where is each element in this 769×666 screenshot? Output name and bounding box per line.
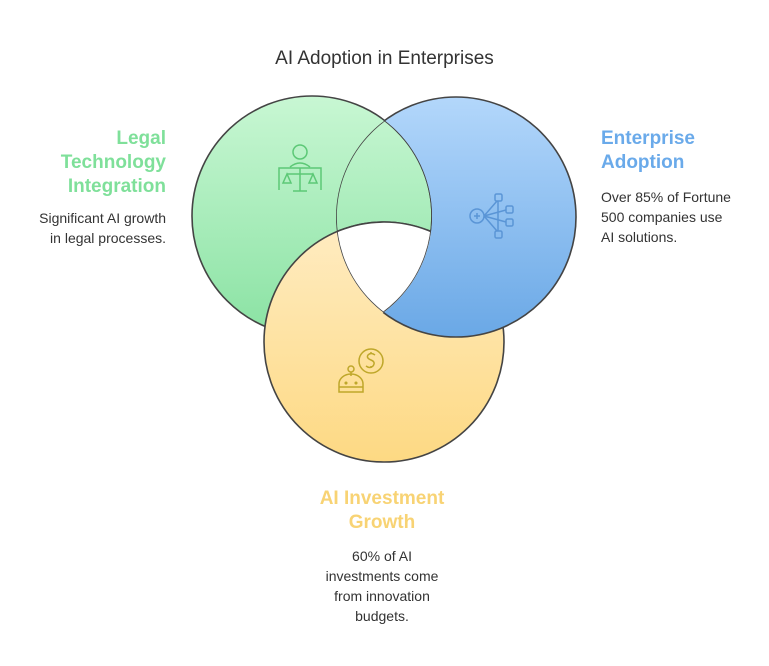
heading-line: Adoption <box>601 152 685 173</box>
ai-investment-description: 60% of AI investments come from innovati… <box>232 546 532 626</box>
legal-technology-heading: Legal Technology Integration <box>61 127 166 199</box>
enterprise-adoption-description: Over 85% of Fortune 500 companies use AI… <box>601 187 731 247</box>
description-line: 500 companies use <box>601 209 723 225</box>
description-line: budgets. <box>355 608 409 624</box>
description-line: from innovation <box>334 588 430 604</box>
description-line: Significant AI growth <box>39 210 166 226</box>
description-line: 60% of AI <box>352 548 412 564</box>
description-line: in legal processes. <box>50 230 166 246</box>
ai-investment-heading: AI Investment Growth <box>232 487 532 535</box>
enterprise-adoption-heading: Enterprise Adoption <box>601 127 695 175</box>
heading-line: Enterprise <box>601 128 695 149</box>
robot-dollar-icon <box>338 348 384 393</box>
description-line: investments come <box>325 568 439 584</box>
diagram-title: AI Adoption in Enterprises <box>275 48 494 69</box>
center-intersection <box>336 221 432 336</box>
heading-line: Technology <box>60 152 166 173</box>
judge-scales-icon <box>278 144 322 192</box>
description-line: Over 85% of Fortune <box>601 189 731 205</box>
heading-line: Integration <box>67 176 166 197</box>
legal-technology-description: Significant AI growth in legal processes… <box>39 208 166 248</box>
heading-line: Legal <box>116 128 166 149</box>
heading-line: AI Investment <box>319 488 445 509</box>
network-nodes-icon <box>469 193 514 239</box>
heading-line: Growth <box>348 512 416 533</box>
description-line: AI solutions. <box>601 229 678 245</box>
